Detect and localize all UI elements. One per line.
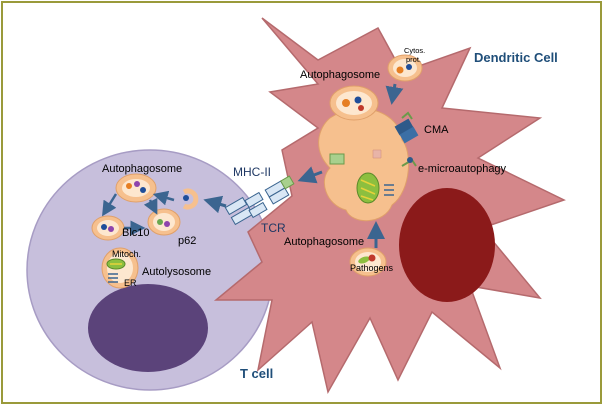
arrow [203,195,227,214]
er-fragment [384,184,394,196]
cma-label: CMA [424,124,449,136]
tcr-label: TCR [261,221,286,235]
mhc-ii-label: MHC-II [233,165,271,179]
cargo-dot [358,105,364,111]
phagophore [182,188,199,210]
e-microautophagy-cargo [407,157,413,163]
protein-fragment [372,149,382,159]
cargo-dot [396,66,404,74]
dendritic-autophagosome-bottom-label: Autophagosome [284,236,364,248]
mitochondria-label: Mitoch. [112,249,141,259]
blc10-vesicle-lumen [97,220,119,236]
t-cell-autophagosome-label: Autophagosome [102,163,182,175]
cargo-dot [140,187,146,193]
mhc-ii-receptor [264,175,295,205]
arrow [297,166,323,184]
cargo-dot [354,96,362,104]
peptide-fragment [329,153,345,165]
cargo-dot [183,195,189,201]
cargo-dot [406,64,412,70]
cargo-dot [164,221,170,227]
t-cell-title: T cell [240,366,273,381]
er-label: ER [124,278,137,288]
cargo-dot [342,99,350,107]
autolysosome-label: Autolysosome [142,266,211,278]
dendritic-autophagosome-top-label: Autophagosome [300,69,380,81]
p62-vesicle-lumen [153,213,175,231]
er [108,273,118,283]
lamp2a-receptor [394,118,414,136]
cargo-dot [108,226,114,232]
cma-substrate [401,111,413,120]
cytosolic-protein-label-line2: prot. [406,55,421,64]
mitochondria-cristae [360,179,376,201]
p62-label: p62 [178,235,196,247]
inner-autophagosome-lumen [336,91,372,115]
t-cell-nucleus [88,284,208,372]
arrow [152,190,175,206]
arrow [385,83,404,105]
cargo-dot [157,219,163,225]
cargo-dot [126,183,132,189]
cargo-dot [101,224,107,230]
pathogens-label: Pathogens [350,263,394,273]
arrow [102,193,118,217]
lamp2a-receptor [399,126,419,144]
blc10-label: Blc10 [122,227,150,239]
tcr-receptor [224,191,268,226]
e-microautophagy-label: e-microautophagy [418,163,507,175]
dendritic-cell-title: Dendritic Cell [474,50,558,65]
dendritic-cell-nucleus [399,188,495,302]
central-lysosome-vesicle [318,108,410,222]
pathogen [358,256,370,264]
cargo-dot [134,181,140,187]
cytosolic-protein-label-line1: Cytos. [404,46,425,55]
arrow [143,197,158,215]
pathogen [368,254,376,262]
